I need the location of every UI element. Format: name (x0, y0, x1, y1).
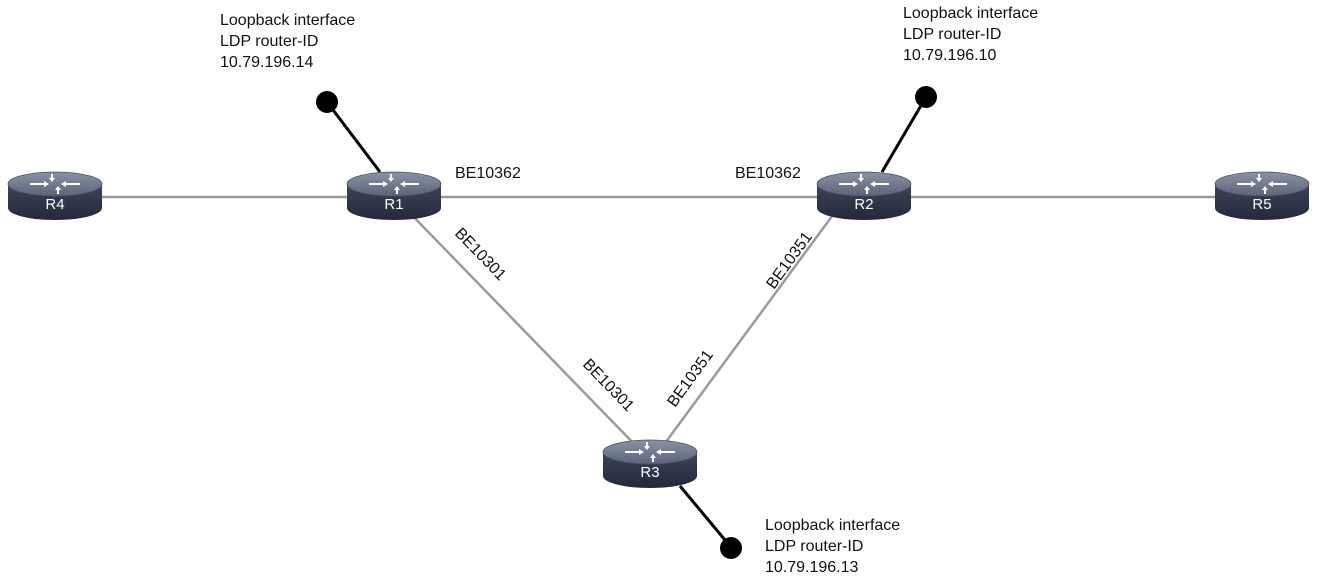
loopback-stem-r2 (880, 96, 928, 173)
loopback-note-r1-ip: 10.79.196.14 (220, 54, 314, 71)
router-r5: R5 (1214, 171, 1310, 221)
iface-label-r2-r3-a: BE10351 (763, 229, 816, 292)
iface-label-r1-r3-b: BE10301 (579, 356, 637, 415)
iface-label-r1-r2-b: BE10362 (735, 165, 801, 182)
loopback-stem-r3 (678, 485, 732, 547)
iface-label-r1-r2-a: BE10362 (455, 165, 521, 182)
loopback-note-r2: Loopback interface LDP router-ID 10.79.1… (903, 3, 1038, 66)
loopback-note-r2-line2: LDP router-ID (903, 26, 1002, 43)
loopback-note-r1-line2: LDP router-ID (220, 33, 319, 50)
loopback-dot-r3 (720, 537, 742, 559)
link-r2-r3 (658, 207, 840, 451)
router-r3-label: R3 (640, 464, 659, 481)
router-r2-label: R2 (854, 196, 873, 213)
link-r1-r3 (404, 207, 641, 451)
router-r1: R1 (346, 171, 442, 221)
router-r1-label: R1 (384, 196, 403, 213)
loopback-dot-r2 (915, 86, 937, 108)
iface-label-r1-r3-a: BE10301 (451, 225, 509, 284)
loopback-note-r2-line1: Loopback interface (903, 5, 1039, 22)
loopback-note-r3-ip: 10.79.196.13 (765, 559, 859, 576)
router-r3: R3 (602, 439, 698, 489)
loopback-note-r1-line1: Loopback interface (220, 12, 356, 29)
router-r4: R4 (7, 171, 103, 221)
loopback-dot-r1 (316, 91, 338, 113)
loopback-note-r1: Loopback interface LDP router-ID 10.79.1… (220, 10, 355, 73)
loopback-note-r3: Loopback interface LDP router-ID 10.79.1… (765, 515, 900, 578)
iface-label-r2-r3-b: BE10351 (664, 347, 717, 410)
router-r5-label: R5 (1252, 196, 1271, 213)
router-r4-label: R4 (45, 196, 64, 213)
router-r2: R2 (816, 171, 912, 221)
loopback-note-r3-line1: Loopback interface (765, 517, 901, 534)
loopback-note-r2-ip: 10.79.196.10 (903, 47, 997, 64)
loopback-stem-r1 (325, 101, 382, 173)
loopback-note-r3-line2: LDP router-ID (765, 538, 864, 555)
